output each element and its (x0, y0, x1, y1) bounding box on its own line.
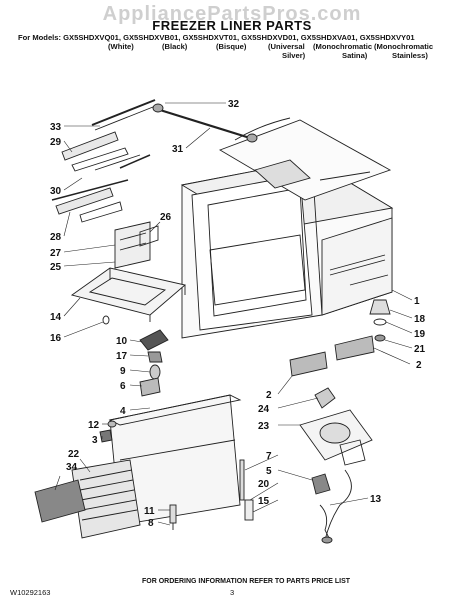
insulation-pads (289, 335, 375, 377)
callout-13: 13 (370, 494, 382, 505)
callout-22: 22 (68, 449, 80, 460)
callout-29: 29 (50, 137, 62, 148)
callout-26: 26 (160, 212, 172, 223)
leader-lines (54, 102, 413, 526)
callout-20: 20 (258, 479, 270, 490)
ordering-note: FOR ORDERING INFORMATION REFER TO PARTS … (142, 578, 351, 585)
callout-labels: 33 29 30 28 27 25 26 32 31 14 16 10 17 9… (50, 99, 426, 529)
fasteners (99, 420, 177, 530)
callout-8: 8 (148, 518, 154, 529)
color-satina-line2: Satina) (342, 51, 368, 60)
callout-5: 5 (266, 466, 272, 477)
shelf-rails (51, 99, 159, 223)
callout-21: 21 (414, 344, 426, 355)
callout-16: 16 (50, 333, 62, 344)
side-panel (34, 479, 86, 523)
color-bisque: (Bisque) (216, 42, 247, 51)
color-stainless-line2: Stainless) (392, 51, 428, 60)
callout-2-right: 2 (416, 360, 422, 371)
fan-assembly (299, 387, 373, 541)
side-bracket (114, 221, 159, 269)
color-monochromatic-satina: (Monochromatic (313, 42, 373, 51)
callout-27: 27 (50, 248, 62, 259)
small-parts (102, 315, 169, 397)
color-monochromatic-stainless: (Monochromatic (374, 42, 434, 51)
callout-30: 30 (50, 186, 62, 197)
page-title: FREEZER LINER PARTS (152, 18, 312, 33)
callout-1: 1 (414, 296, 420, 307)
callout-6: 6 (120, 381, 126, 392)
callout-17: 17 (116, 351, 128, 362)
callout-15: 15 (258, 496, 270, 507)
color-white: (White) (108, 42, 134, 51)
color-black: (Black) (162, 42, 188, 51)
callout-34: 34 (66, 462, 78, 473)
page-number: 3 (230, 588, 235, 597)
callout-33: 33 (50, 122, 62, 133)
models-line: For Models: GX5SHDXVQ01, GX5SHDXVB01, GX… (18, 33, 415, 42)
color-universal-silver: (Universal (268, 42, 305, 51)
callout-14: 14 (50, 312, 62, 323)
callout-19: 19 (414, 329, 426, 340)
right-fittings (369, 299, 391, 342)
callout-28: 28 (50, 232, 62, 243)
callout-18: 18 (414, 314, 426, 325)
vent-grille (71, 459, 141, 539)
callout-32: 32 (228, 99, 240, 110)
color-universal-silver-line2: Silver) (282, 51, 306, 60)
callout-10: 10 (116, 336, 128, 347)
drain-parts (239, 459, 333, 544)
doc-number: W10292163 (10, 588, 51, 597)
rod (152, 103, 258, 143)
callout-25: 25 (50, 262, 62, 273)
callout-11: 11 (144, 506, 155, 517)
callout-31: 31 (172, 144, 184, 155)
tray (70, 267, 186, 322)
callout-12: 12 (88, 420, 100, 431)
top-cover (218, 117, 392, 201)
callout-23: 23 (258, 421, 270, 432)
callout-7: 7 (266, 451, 272, 462)
callout-4: 4 (120, 406, 126, 417)
callout-3: 3 (92, 435, 98, 446)
callout-24: 24 (258, 404, 270, 415)
watermark: AppliancePartsPros.com (102, 3, 362, 25)
callout-9: 9 (120, 366, 126, 377)
callout-2-left: 2 (266, 390, 272, 401)
